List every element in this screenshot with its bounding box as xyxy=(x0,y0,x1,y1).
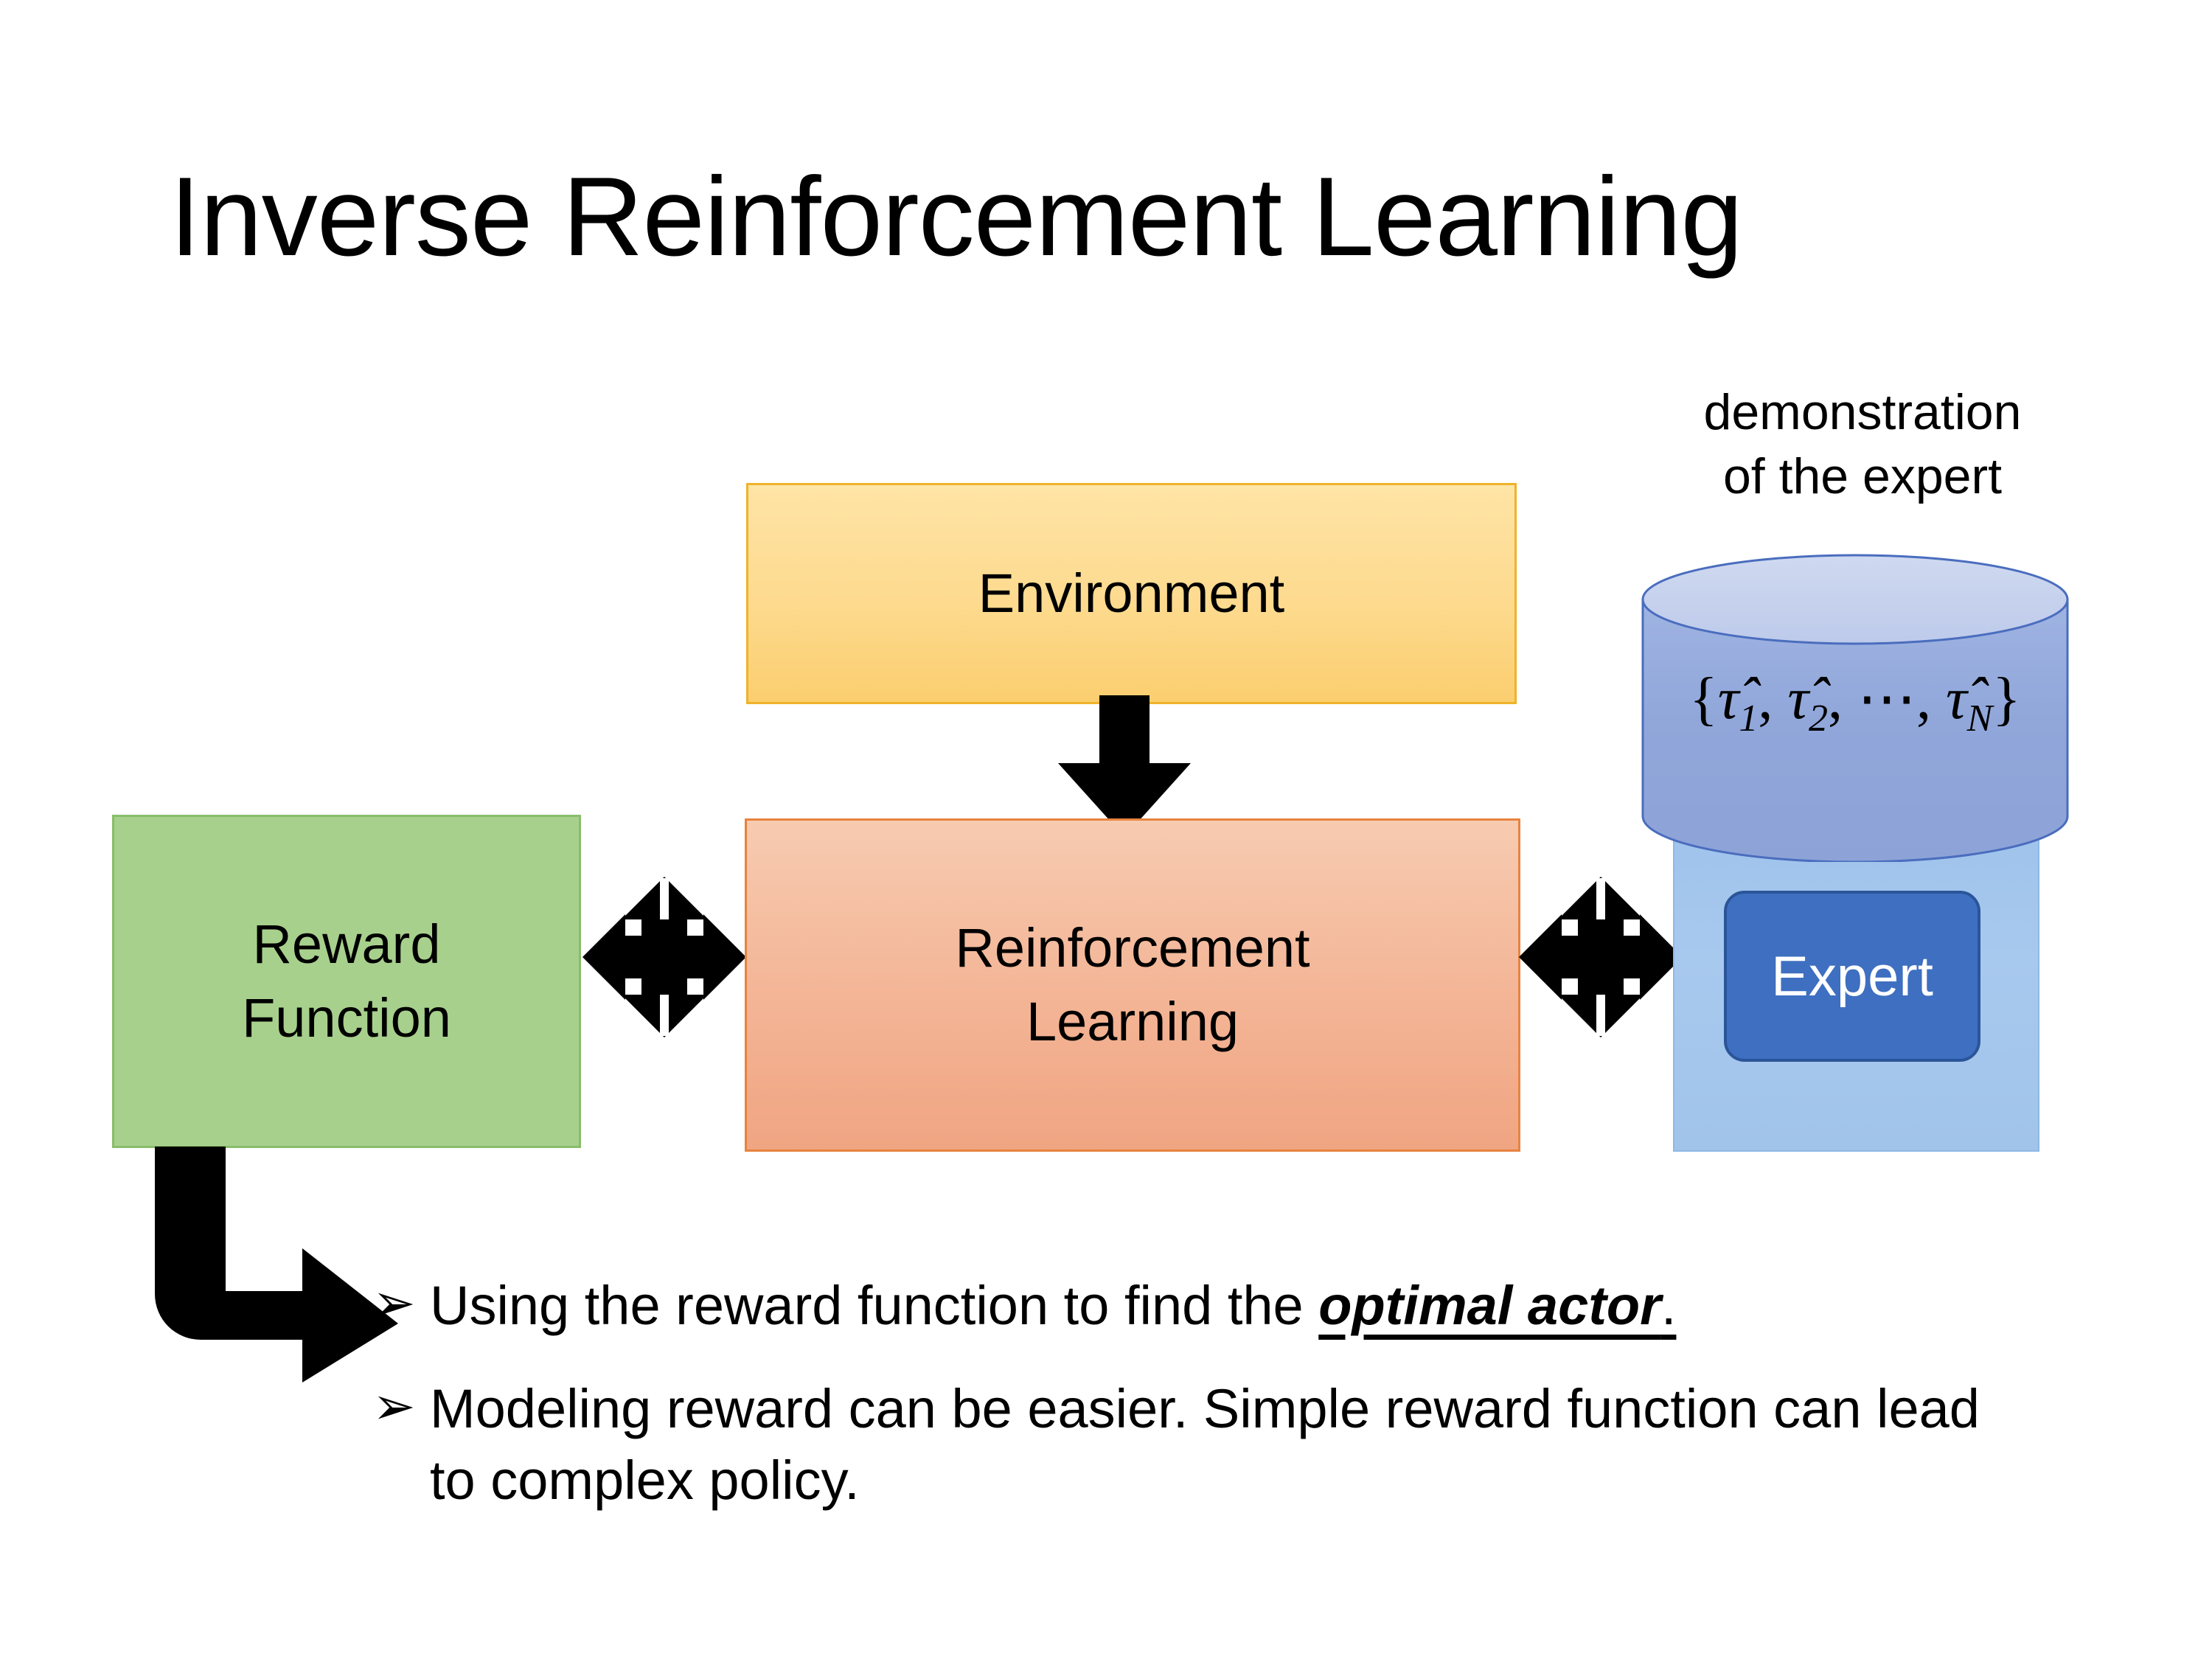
double-headed-arrow-icon-left xyxy=(582,877,746,1037)
double-headed-arrow-icon-right xyxy=(1519,877,1683,1037)
expert-label: Expert xyxy=(1771,945,1933,1008)
reinforcement-learning-box[interactable]: Reinforcement Learning xyxy=(745,818,1520,1152)
tau-1-subscript: 1 xyxy=(1739,698,1759,740)
tau-2: τ̂ xyxy=(1787,667,1809,731)
reinforcement-learning-label-line1: Reinforcement xyxy=(955,917,1310,979)
page-title: Inverse Reinforcement Learning xyxy=(170,154,1743,279)
brace-close: } xyxy=(1992,667,2021,731)
list-item-prefix: Using the reward function to find the xyxy=(430,1275,1319,1336)
trajectory-set-label: {τ̂1, τ̂2, ⋯, τ̂N} xyxy=(1641,664,2069,740)
down-arrow-icon xyxy=(1058,695,1191,837)
list-item-suffix: . xyxy=(1660,1275,1677,1336)
environment-box[interactable]: Environment xyxy=(746,483,1517,704)
list-item: ➢ Modeling reward can be easier. Simple … xyxy=(372,1373,2031,1517)
reinforcement-learning-label-line2: Learning xyxy=(1026,991,1239,1052)
comma-3: , xyxy=(1916,667,1946,731)
demonstration-caption-line1: demonstration xyxy=(1703,384,2022,440)
reinforcement-learning-label: Reinforcement Learning xyxy=(955,911,1310,1059)
tau-n: τ̂ xyxy=(1945,667,1967,731)
list-item: ➢ Using the reward function to find the … xyxy=(372,1270,2031,1342)
reward-function-label: Reward Function xyxy=(242,908,451,1055)
list-item-text: Using the reward function to find the op… xyxy=(430,1270,2031,1342)
notes-list: ➢ Using the reward function to find the … xyxy=(372,1270,2031,1548)
comma-2: , xyxy=(1827,667,1857,731)
reward-function-box[interactable]: Reward Function xyxy=(112,815,581,1148)
environment-label: Environment xyxy=(978,563,1285,625)
expert-box[interactable]: Expert xyxy=(1724,891,1980,1062)
reward-function-label-line1: Reward xyxy=(252,914,441,975)
brace-open: { xyxy=(1689,667,1718,731)
demonstration-caption-line2: of the expert xyxy=(1722,448,2003,505)
demonstration-caption: demonstration of the expert xyxy=(1641,380,2084,509)
tau-2-subscript: 2 xyxy=(1808,698,1828,740)
tau-1: τ̂ xyxy=(1717,667,1739,731)
comma-1: , xyxy=(1758,667,1788,731)
tau-n-subscript: N xyxy=(1966,698,1993,740)
bullet-arrow-icon: ➢ xyxy=(372,1274,416,1332)
bent-elbow-arrow-icon xyxy=(155,1147,398,1382)
reward-function-label-line2: Function xyxy=(242,987,451,1048)
bullet-arrow-icon: ➢ xyxy=(372,1377,416,1435)
list-item-emphasis: optimal actor xyxy=(1318,1275,1661,1336)
ellipsis-icon: ⋯ xyxy=(1857,667,1916,731)
cylinder-shape-icon xyxy=(1641,554,2069,862)
demonstration-cylinder[interactable] xyxy=(1641,554,2069,862)
list-item-text: Modeling reward can be easier. Simple re… xyxy=(430,1377,1980,1512)
